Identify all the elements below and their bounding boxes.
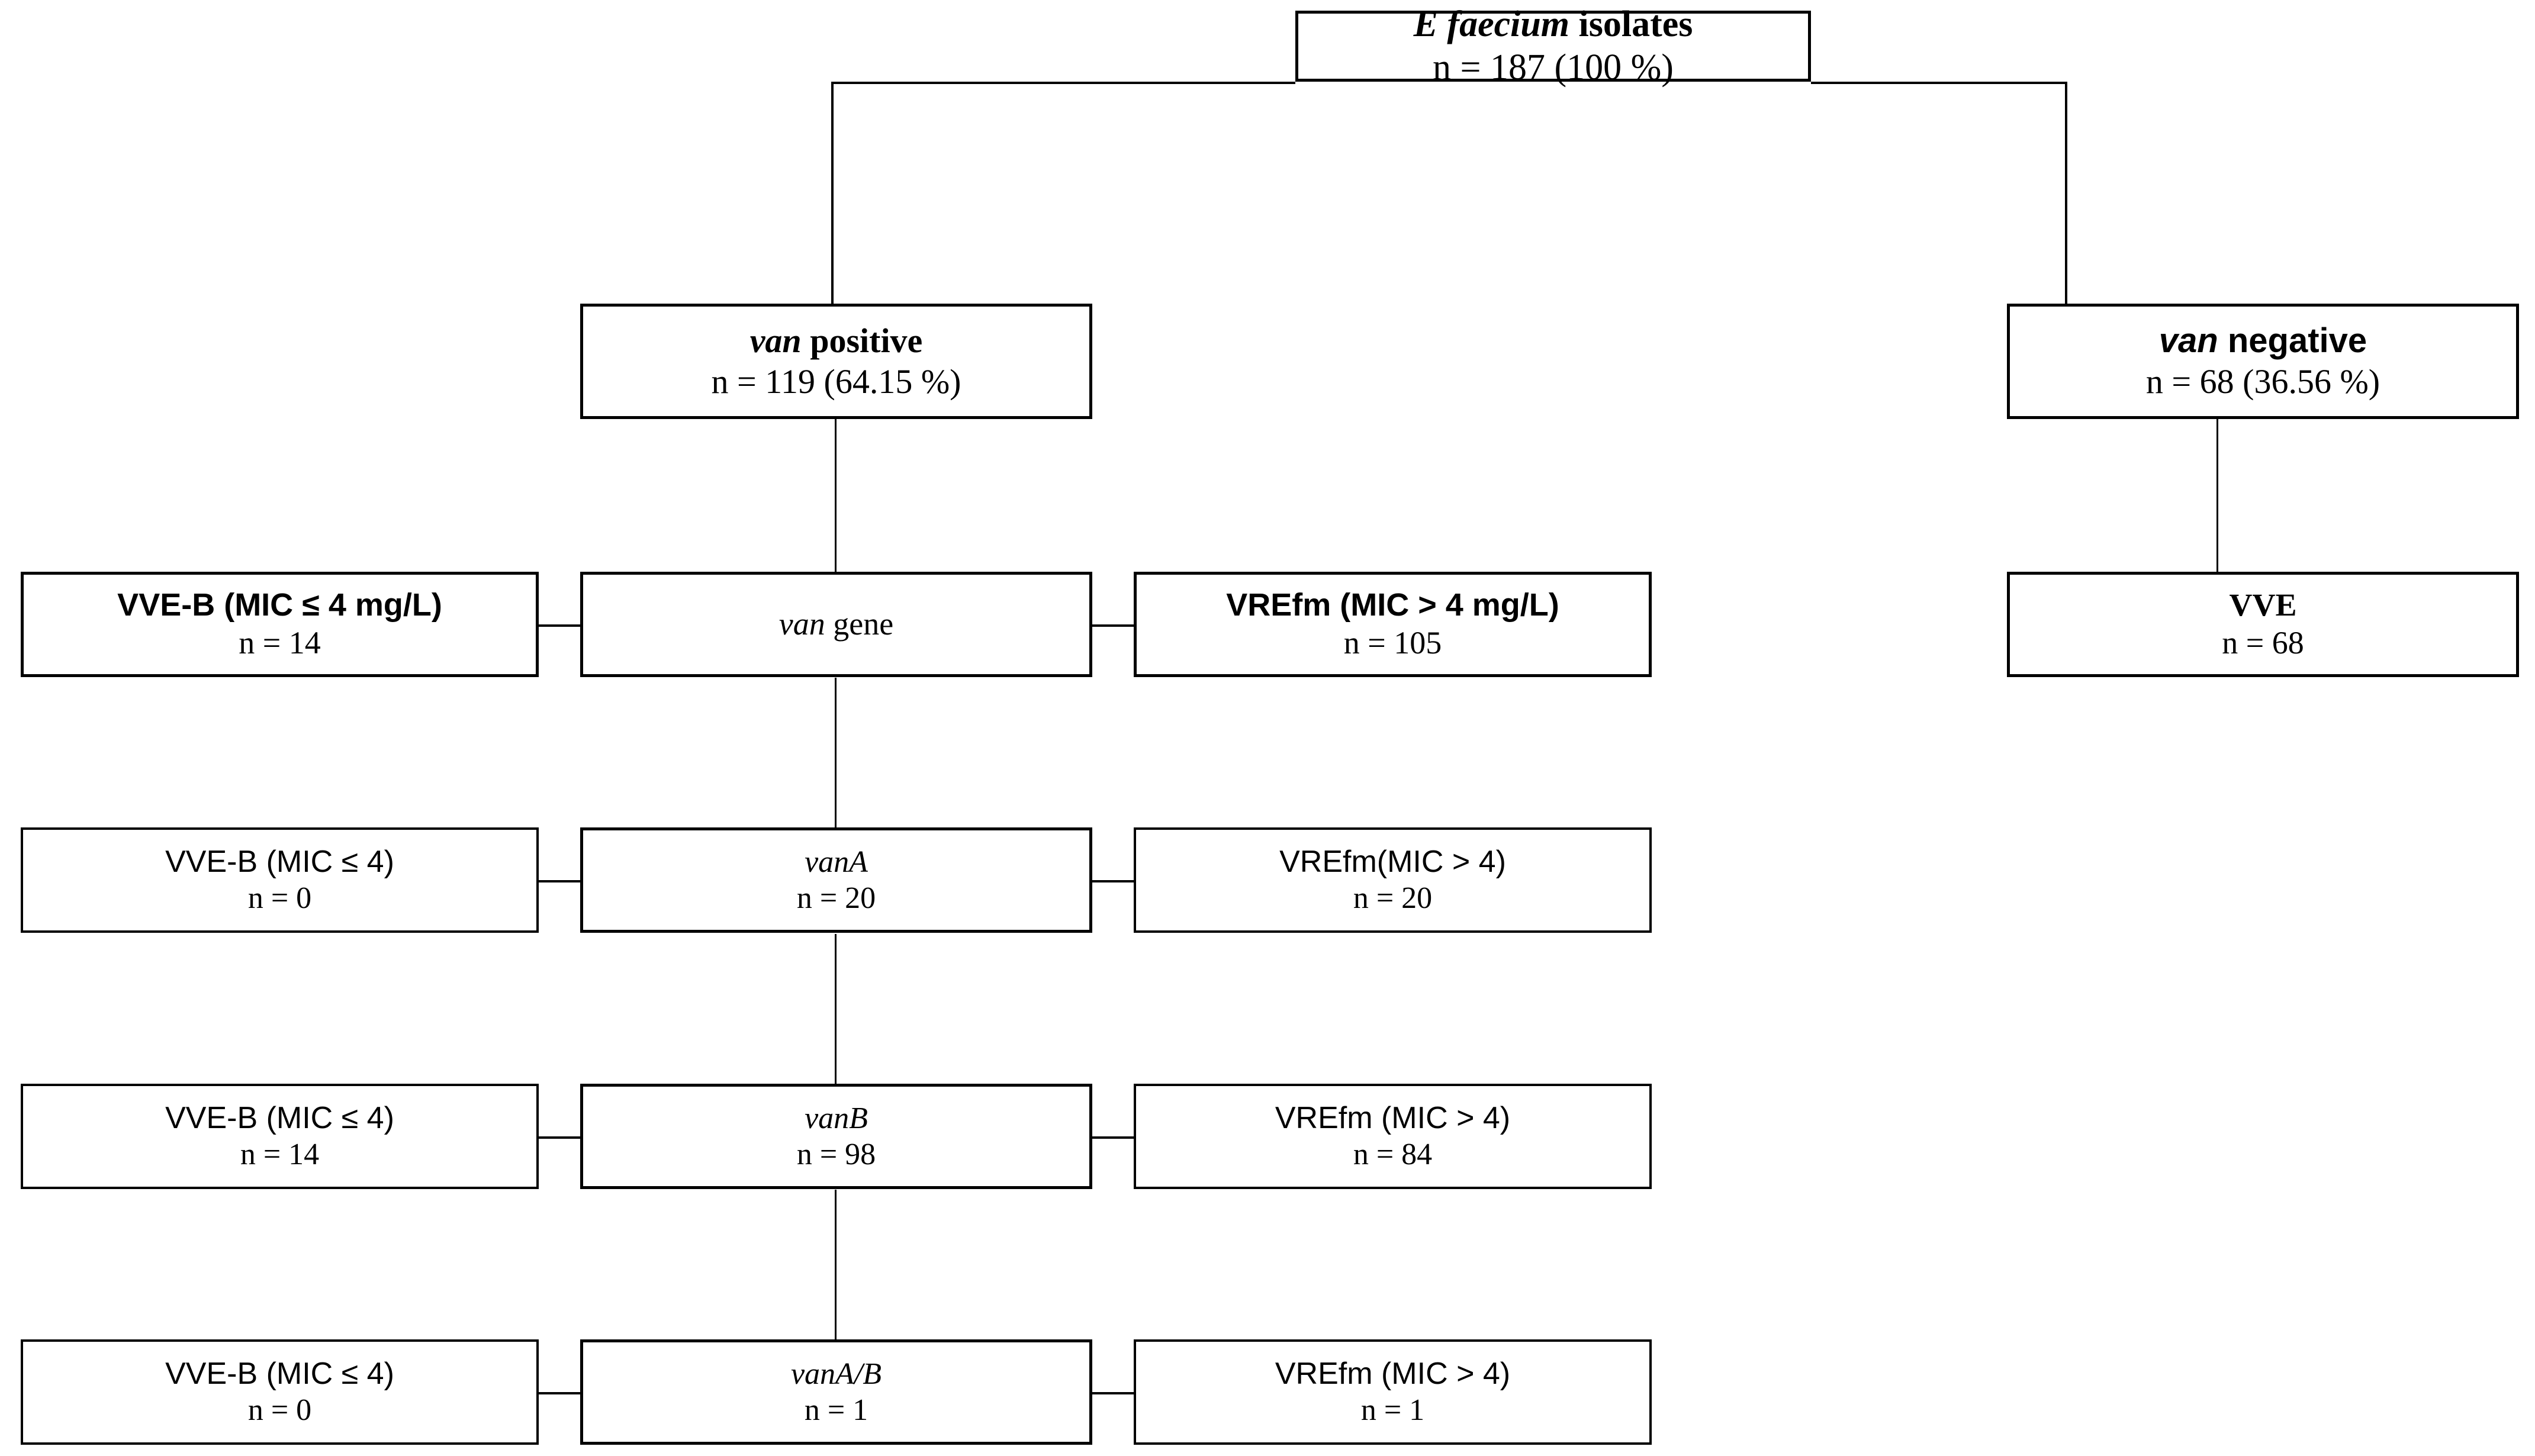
node-vana: vanA n = 20 bbox=[580, 827, 1092, 933]
node-vanab-right: VREfm (MIC > 4) n = 1 bbox=[1134, 1339, 1652, 1445]
node-vve-b-main-title: VVE-B (MIC ≤ 4 mg/L) bbox=[117, 587, 442, 623]
node-van-negative-count: n = 68 (36.56 %) bbox=[2145, 362, 2380, 401]
node-vana-count: n = 20 bbox=[796, 881, 876, 915]
node-van-positive-count: n = 119 (64.15 %) bbox=[711, 362, 961, 401]
node-vana-left: VVE-B (MIC ≤ 4) n = 0 bbox=[21, 827, 539, 933]
node-vanb-right-count: n = 84 bbox=[1353, 1138, 1433, 1171]
node-van-positive: van positive n = 119 (64.15 %) bbox=[580, 304, 1092, 419]
connector-van-positive-to-van-gene bbox=[835, 419, 837, 572]
node-vve-right: VVE n = 68 bbox=[2007, 572, 2519, 677]
node-vrefm-main: VREfm (MIC > 4 mg/L) n = 105 bbox=[1134, 572, 1652, 677]
node-vana-right-title: VREfm(MIC > 4) bbox=[1279, 844, 1506, 879]
node-vanb-title: vanB bbox=[805, 1101, 868, 1135]
connector-root-to-right-bus bbox=[1811, 82, 2067, 84]
connector-van-gene-to-vve-b bbox=[539, 624, 580, 627]
node-vanab-right-title: VREfm (MIC > 4) bbox=[1275, 1356, 1511, 1391]
connector-vanab-to-left bbox=[539, 1392, 580, 1394]
connector-vana-to-vanb bbox=[835, 934, 837, 1085]
node-van-gene-title: van gene bbox=[778, 606, 894, 642]
node-vanab-count: n = 1 bbox=[804, 1393, 868, 1427]
connector-vanab-to-right bbox=[1092, 1392, 1134, 1394]
node-vanb: vanB n = 98 bbox=[580, 1084, 1092, 1189]
node-vrefm-main-title: VREfm (MIC > 4 mg/L) bbox=[1226, 587, 1559, 623]
node-vanb-right-title: VREfm (MIC > 4) bbox=[1275, 1100, 1511, 1135]
node-van-negative: van negative n = 68 (36.56 %) bbox=[2007, 304, 2519, 419]
node-root-count: n = 187 (100 %) bbox=[1433, 47, 1674, 88]
node-vanb-count: n = 98 bbox=[796, 1138, 876, 1171]
connector-vanb-to-vanab bbox=[835, 1190, 837, 1342]
node-vve-b-main: VVE-B (MIC ≤ 4 mg/L) n = 14 bbox=[21, 572, 539, 677]
node-vana-left-title: VVE-B (MIC ≤ 4) bbox=[165, 844, 394, 879]
node-vanb-left: VVE-B (MIC ≤ 4) n = 14 bbox=[21, 1084, 539, 1189]
connector-drop-van-negative bbox=[2065, 82, 2067, 304]
connector-vana-to-left bbox=[539, 880, 580, 882]
node-van-negative-title: van negative bbox=[2158, 321, 2367, 360]
node-vanab-right-count: n = 1 bbox=[1360, 1393, 1425, 1427]
node-vanb-right: VREfm (MIC > 4) n = 84 bbox=[1134, 1084, 1652, 1189]
node-vrefm-main-count: n = 105 bbox=[1343, 625, 1442, 661]
node-vanab-title: vanA/B bbox=[790, 1357, 882, 1391]
connector-van-gene-to-vana bbox=[835, 678, 837, 832]
connector-root-to-left-bus bbox=[831, 82, 1295, 84]
node-vanab: vanA/B n = 1 bbox=[580, 1339, 1092, 1445]
connector-drop-van-positive bbox=[831, 82, 834, 304]
connector-van-gene-to-vrefm bbox=[1092, 624, 1134, 627]
node-vana-title: vanA bbox=[805, 845, 868, 879]
node-vanb-left-title: VVE-B (MIC ≤ 4) bbox=[165, 1100, 394, 1135]
connector-van-negative-to-vve bbox=[2216, 419, 2218, 572]
node-vanab-left-count: n = 0 bbox=[247, 1393, 312, 1427]
node-vanb-left-count: n = 14 bbox=[240, 1138, 320, 1171]
node-vanab-left-title: VVE-B (MIC ≤ 4) bbox=[165, 1356, 394, 1391]
node-vve-right-count: n = 68 bbox=[2222, 625, 2304, 661]
connector-vana-to-right bbox=[1092, 880, 1134, 882]
node-vana-right: VREfm(MIC > 4) n = 20 bbox=[1134, 827, 1652, 933]
connector-vanb-to-left bbox=[539, 1136, 580, 1139]
node-vve-right-title: VVE bbox=[2229, 587, 2297, 623]
node-van-positive-title: van positive bbox=[749, 321, 923, 360]
connector-vanb-to-right bbox=[1092, 1136, 1134, 1139]
node-vve-b-main-count: n = 14 bbox=[239, 625, 321, 661]
node-vana-left-count: n = 0 bbox=[247, 881, 312, 915]
node-root-title: E faecium isolates bbox=[1413, 4, 1693, 44]
node-van-gene: van gene bbox=[580, 572, 1092, 677]
node-vanab-left: VVE-B (MIC ≤ 4) n = 0 bbox=[21, 1339, 539, 1445]
node-vana-right-count: n = 20 bbox=[1353, 881, 1433, 915]
node-root: E faecium isolates n = 187 (100 %) bbox=[1295, 4, 1811, 88]
